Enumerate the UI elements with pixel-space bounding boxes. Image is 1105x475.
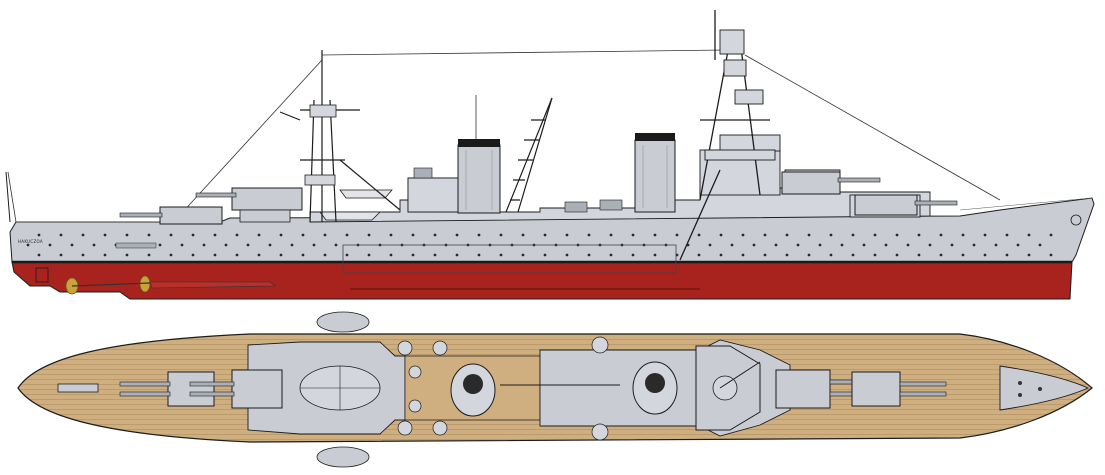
propeller-icon	[65, 275, 276, 295]
funnel-aft	[634, 133, 676, 213]
turret-plan-4	[851, 371, 947, 407]
funnel-fore-plan	[450, 363, 496, 417]
turret-plan-1	[119, 371, 215, 407]
funnel-aft-plan	[632, 361, 678, 415]
funnel-fore	[457, 139, 501, 214]
hull-name: HAKUCZOA	[18, 239, 43, 244]
ensign-staff	[5, 171, 11, 223]
hull-below-waterline	[11, 261, 1073, 300]
stern-gun	[57, 383, 99, 393]
stern-deck	[999, 365, 1090, 411]
profile-view: HAKUCZOA	[5, 10, 1095, 300]
bow-crest-icon	[1070, 214, 1082, 226]
turret-fore-lower	[854, 194, 958, 216]
foremast-top	[719, 29, 745, 55]
secondary-mounts-plan	[397, 336, 609, 441]
boat-top	[316, 311, 370, 333]
turret-plan-2	[189, 369, 283, 409]
armor-belt	[342, 244, 677, 274]
turret-aft-superfiring	[195, 187, 303, 223]
rigging-wires	[7, 49, 1001, 223]
stern-fitting	[115, 242, 157, 249]
mainmast-platform	[309, 104, 337, 118]
seaplane-area	[299, 365, 381, 411]
secondary-guns	[413, 167, 623, 213]
crane	[505, 97, 553, 213]
rudder	[35, 267, 49, 283]
turret-fore-superfiring	[781, 171, 881, 195]
plan-view	[17, 311, 1093, 468]
mainmast	[279, 50, 401, 223]
anchor-fittings	[1018, 381, 1042, 397]
boat-bottom	[316, 446, 370, 468]
turret-aft-lower	[119, 206, 223, 225]
